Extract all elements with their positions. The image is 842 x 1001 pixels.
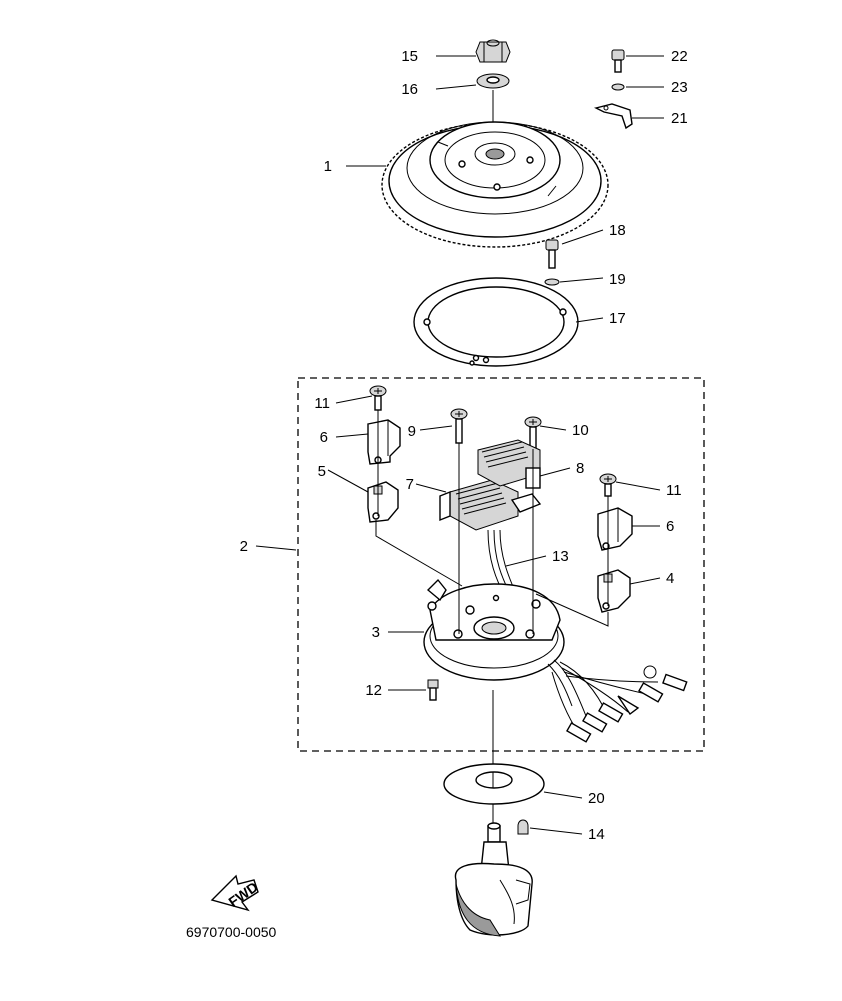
stator-assembly-group — [297, 377, 705, 752]
callout-22: 22 — [671, 48, 688, 65]
callout-4: 4 — [666, 570, 674, 587]
callout-16: 16 — [401, 81, 418, 98]
screw-9-part — [450, 408, 468, 444]
nut-part — [475, 39, 511, 63]
callout-13: 13 — [552, 548, 569, 565]
plate-part — [413, 277, 579, 367]
callout-20: 20 — [588, 790, 605, 807]
screw-11-right-part — [599, 473, 617, 497]
washer-part — [476, 73, 510, 89]
fwd-arrow-icon: FWD — [210, 874, 261, 912]
callout-9: 9 — [408, 423, 416, 440]
bracket-assembly-part — [593, 49, 633, 130]
stator-base-3-part — [423, 578, 565, 681]
charge-coil-7-part — [439, 479, 519, 531]
callout-12: 12 — [365, 682, 382, 699]
callout-8: 8 — [576, 460, 584, 477]
holder-4-right-part — [597, 569, 631, 613]
callout-17: 17 — [609, 310, 626, 327]
screw-11-left-part — [369, 385, 387, 411]
part-code: 6970700-0050 — [186, 924, 277, 940]
screw-12-part — [427, 679, 439, 701]
holder-5-left-part — [367, 481, 399, 523]
callout-21: 21 — [671, 110, 688, 127]
callout-18: 18 — [609, 222, 626, 239]
woodruff-key-14-part — [517, 819, 529, 835]
charge-coil-8-part — [477, 439, 542, 513]
callout-10: 10 — [572, 422, 589, 439]
crankshaft-part — [454, 822, 533, 937]
coil-6-left-part — [367, 419, 401, 465]
callout-11-left: 11 — [314, 395, 330, 412]
callout-leaders — [255, 55, 664, 835]
callout-2: 2 — [240, 538, 248, 555]
callout-5: 5 — [318, 463, 326, 480]
callout-1: 1 — [324, 158, 332, 175]
washer-20-part — [443, 763, 545, 805]
callout-7: 7 — [406, 476, 414, 493]
lead-wires-part — [547, 659, 688, 743]
callout-15: 15 — [401, 48, 418, 65]
callout-3: 3 — [372, 624, 380, 641]
callout-11-right: 11 — [666, 482, 682, 499]
callout-14: 14 — [588, 826, 605, 843]
callout-6-right: 6 — [666, 518, 674, 535]
callout-23: 23 — [671, 79, 688, 96]
callout-6-left: 6 — [320, 429, 328, 446]
flywheel-part — [381, 121, 609, 248]
coil-6-right-part — [597, 507, 633, 551]
callout-19: 19 — [609, 271, 626, 288]
